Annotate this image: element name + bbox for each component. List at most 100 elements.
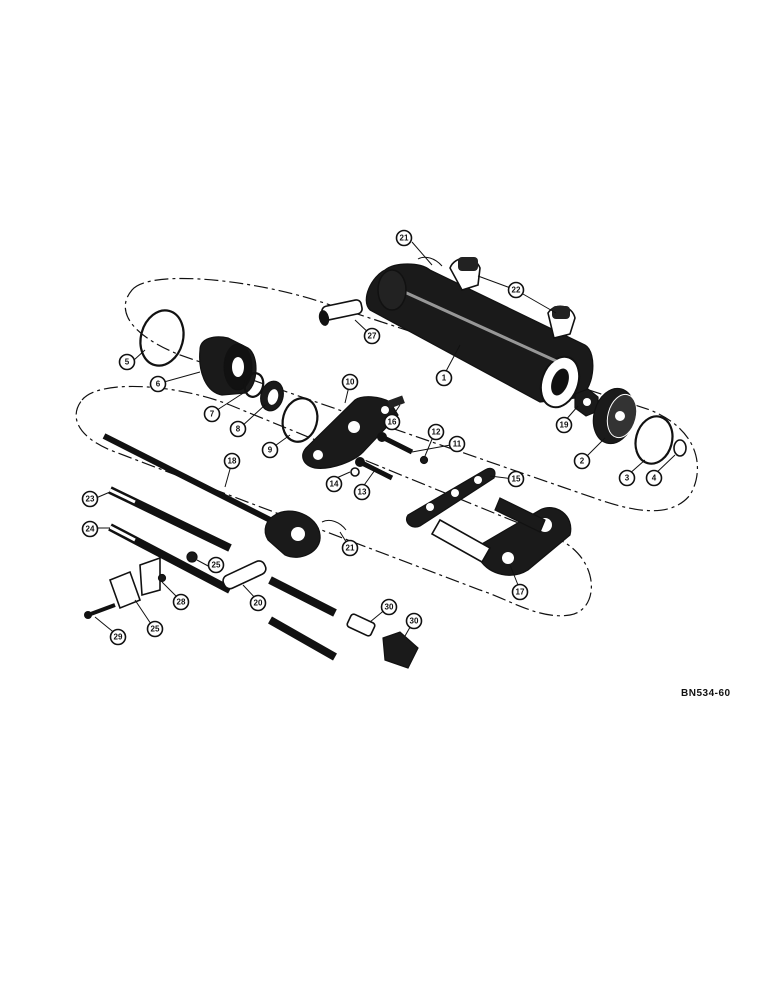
callout-30: 30 <box>405 612 423 630</box>
svg-text:21: 21 <box>400 234 409 243</box>
callout-15: 15 <box>507 470 525 488</box>
hose-lower-a <box>268 576 337 617</box>
callout-25-clamp: 25 <box>146 620 164 638</box>
lever-assembly <box>430 497 572 576</box>
callout-13: 13 <box>353 483 371 501</box>
callout-27: 28 <box>172 593 190 611</box>
cylinder-head <box>199 336 257 396</box>
callout-29: 30 <box>380 598 398 616</box>
cotter-pin-rod <box>321 519 347 531</box>
svg-text:18: 18 <box>228 457 237 466</box>
svg-text:12: 12 <box>432 428 441 437</box>
svg-text:24: 24 <box>86 525 95 534</box>
callout-10: 10 <box>341 373 359 391</box>
svg-text:11: 11 <box>453 440 462 449</box>
svg-text:19: 19 <box>560 421 569 430</box>
callout-12: 12 <box>427 423 445 441</box>
callout-18: 18 <box>223 452 241 470</box>
svg-text:23: 23 <box>86 495 95 504</box>
set-screw <box>387 395 405 409</box>
callout-8: 8 <box>229 420 247 438</box>
callout-19: 19 <box>555 416 573 434</box>
callout-20: 20 <box>249 594 267 612</box>
plate <box>406 467 496 528</box>
piston-o-ring <box>634 415 674 465</box>
svg-text:30: 30 <box>385 603 394 612</box>
svg-text:25: 25 <box>212 561 221 570</box>
clamp <box>108 556 161 610</box>
callout-25-nut: 25 <box>207 556 225 574</box>
adapter <box>346 613 376 637</box>
callout-22: 22 <box>507 281 525 299</box>
callout-1: 1 <box>435 369 453 387</box>
callout-11: 11 <box>448 435 466 453</box>
callout-24: 24 <box>81 520 99 538</box>
piston-rod <box>102 433 321 558</box>
svg-text:3: 3 <box>625 474 630 483</box>
svg-text:1: 1 <box>442 374 447 383</box>
elbow-fitting-upper <box>449 257 481 291</box>
lock-washer-27 <box>157 573 167 583</box>
svg-text:30: 30 <box>410 617 419 626</box>
callout-26: 27 <box>363 327 381 345</box>
svg-text:29: 29 <box>114 633 123 642</box>
rocker-arm <box>302 396 399 469</box>
cap-screw <box>355 457 394 481</box>
callout-17: 17 <box>511 583 529 601</box>
upper-group-outline <box>124 277 699 512</box>
svg-text:17: 17 <box>516 588 525 597</box>
screw-26 <box>318 299 363 326</box>
svg-text:9: 9 <box>268 446 273 455</box>
svg-text:14: 14 <box>330 480 339 489</box>
bolt <box>377 432 414 455</box>
svg-text:5: 5 <box>125 358 130 367</box>
svg-text:16: 16 <box>388 418 397 427</box>
dust-cap <box>382 631 419 669</box>
cylinder-barrel <box>365 263 594 409</box>
rod-seal <box>260 380 284 412</box>
svg-text:13: 13 <box>358 488 367 497</box>
piston <box>592 387 638 445</box>
callout-21-top: 21 <box>395 229 413 247</box>
svg-text:27: 27 <box>368 332 377 341</box>
callout-28: 29 <box>109 628 127 646</box>
callout-23: 23 <box>81 490 99 508</box>
back-up-washer <box>673 439 687 457</box>
svg-text:7: 7 <box>210 410 215 419</box>
screw-28 <box>84 603 116 619</box>
nut-25 <box>186 551 198 563</box>
svg-text:8: 8 <box>236 425 241 434</box>
callout-14: 14 <box>325 475 343 493</box>
svg-text:22: 22 <box>512 286 521 295</box>
callout-6: 6 <box>149 375 167 393</box>
svg-text:10: 10 <box>346 378 355 387</box>
callout-16: 16 <box>383 413 401 431</box>
hose-lower-b <box>268 616 337 661</box>
callout-2: 2 <box>573 452 591 470</box>
callout-9: 9 <box>261 441 279 459</box>
svg-text:28: 28 <box>177 598 186 607</box>
callout-4: 4 <box>645 469 663 487</box>
lock-washer-12 <box>419 455 429 465</box>
snap-ring <box>281 397 319 443</box>
svg-text:2: 2 <box>580 457 585 466</box>
svg-text:20: 20 <box>254 599 263 608</box>
svg-text:6: 6 <box>156 380 161 389</box>
elbow-fitting-lower <box>547 305 576 339</box>
head-o-ring <box>139 309 185 367</box>
callout-21-rod: 21 <box>341 539 359 557</box>
svg-text:25: 25 <box>151 625 160 634</box>
svg-text:21: 21 <box>346 544 355 553</box>
washer-14 <box>350 467 360 477</box>
cotter-pin-top <box>417 256 443 267</box>
callout-7: 7 <box>203 405 221 423</box>
callout-3: 3 <box>618 469 636 487</box>
svg-text:15: 15 <box>512 475 521 484</box>
hose-23 <box>108 486 232 552</box>
reference-code: BN534-60 <box>681 688 731 699</box>
svg-text:4: 4 <box>652 474 657 483</box>
pin-20 <box>222 560 267 590</box>
hose-24 <box>108 523 232 594</box>
callout-5: 5 <box>118 353 136 371</box>
